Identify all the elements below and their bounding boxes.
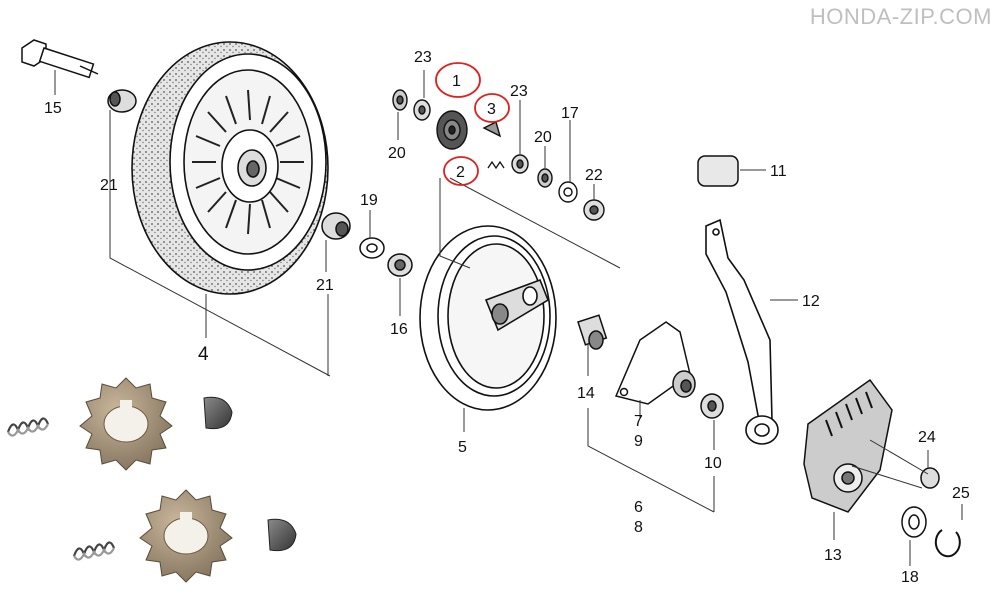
gear-photo	[140, 490, 232, 582]
gear-photo	[66, 378, 186, 470]
wheel-part	[132, 42, 328, 294]
callout-13: 13	[824, 547, 842, 564]
nut-10-part	[701, 394, 723, 418]
callout-2: 2	[456, 164, 465, 181]
callout-25: 25	[952, 485, 970, 502]
callout-5: 5	[458, 439, 467, 456]
callout-10: 10	[704, 455, 722, 472]
callout-6: 6	[634, 499, 643, 516]
washer-23b-part	[512, 155, 528, 173]
callout-4: 4	[198, 344, 209, 365]
spring-photo	[8, 418, 48, 435]
callout-20: 20	[534, 129, 552, 146]
key-photo	[204, 397, 232, 428]
axle-bolt-part	[22, 40, 98, 77]
nut-22-part	[584, 200, 604, 220]
callout-22: 22	[585, 167, 603, 184]
parts-photo-inset	[8, 378, 296, 582]
washer-20-part	[393, 90, 407, 110]
callout-19: 19	[360, 192, 378, 209]
callout-21: 21	[316, 277, 334, 294]
spring-part	[488, 162, 504, 168]
cover-plate-part	[804, 380, 892, 512]
nut-part	[388, 254, 412, 276]
washer-23-part	[414, 100, 430, 120]
bracket-part	[616, 322, 695, 404]
spring-photo	[74, 542, 114, 559]
callout-20: 20	[388, 145, 406, 162]
circlip-part	[936, 530, 960, 556]
callout-24: 24	[918, 429, 936, 446]
collar-part	[578, 315, 606, 349]
callout-7: 7	[634, 413, 643, 430]
callout-1: 1	[452, 73, 461, 90]
callout-8: 8	[634, 519, 643, 536]
key-photo	[268, 519, 296, 550]
key-part	[484, 122, 500, 136]
cap-part	[698, 156, 738, 186]
callout-9: 9	[634, 433, 643, 450]
callout-3: 3	[487, 101, 496, 118]
callout-18: 18	[901, 569, 919, 586]
callout-15: 15	[44, 100, 62, 117]
callout-11: 11	[770, 163, 787, 180]
washer-part	[360, 238, 384, 258]
callout-14: 14	[577, 385, 595, 402]
spacer-part	[108, 90, 136, 112]
washer-18-part	[902, 507, 926, 537]
bearing-part	[322, 213, 350, 239]
callout-16: 16	[390, 321, 408, 338]
pinion-gear-part	[437, 111, 467, 149]
washer-17-part	[559, 182, 577, 202]
callout-17: 17	[561, 105, 579, 122]
washer-20b-part	[538, 169, 552, 187]
callout-23: 23	[414, 49, 432, 66]
callout-23: 23	[510, 83, 528, 100]
watermark: HONDA-ZIP.COM	[810, 4, 992, 30]
callout-21: 21	[100, 177, 118, 194]
callout-12: 12	[802, 293, 820, 310]
